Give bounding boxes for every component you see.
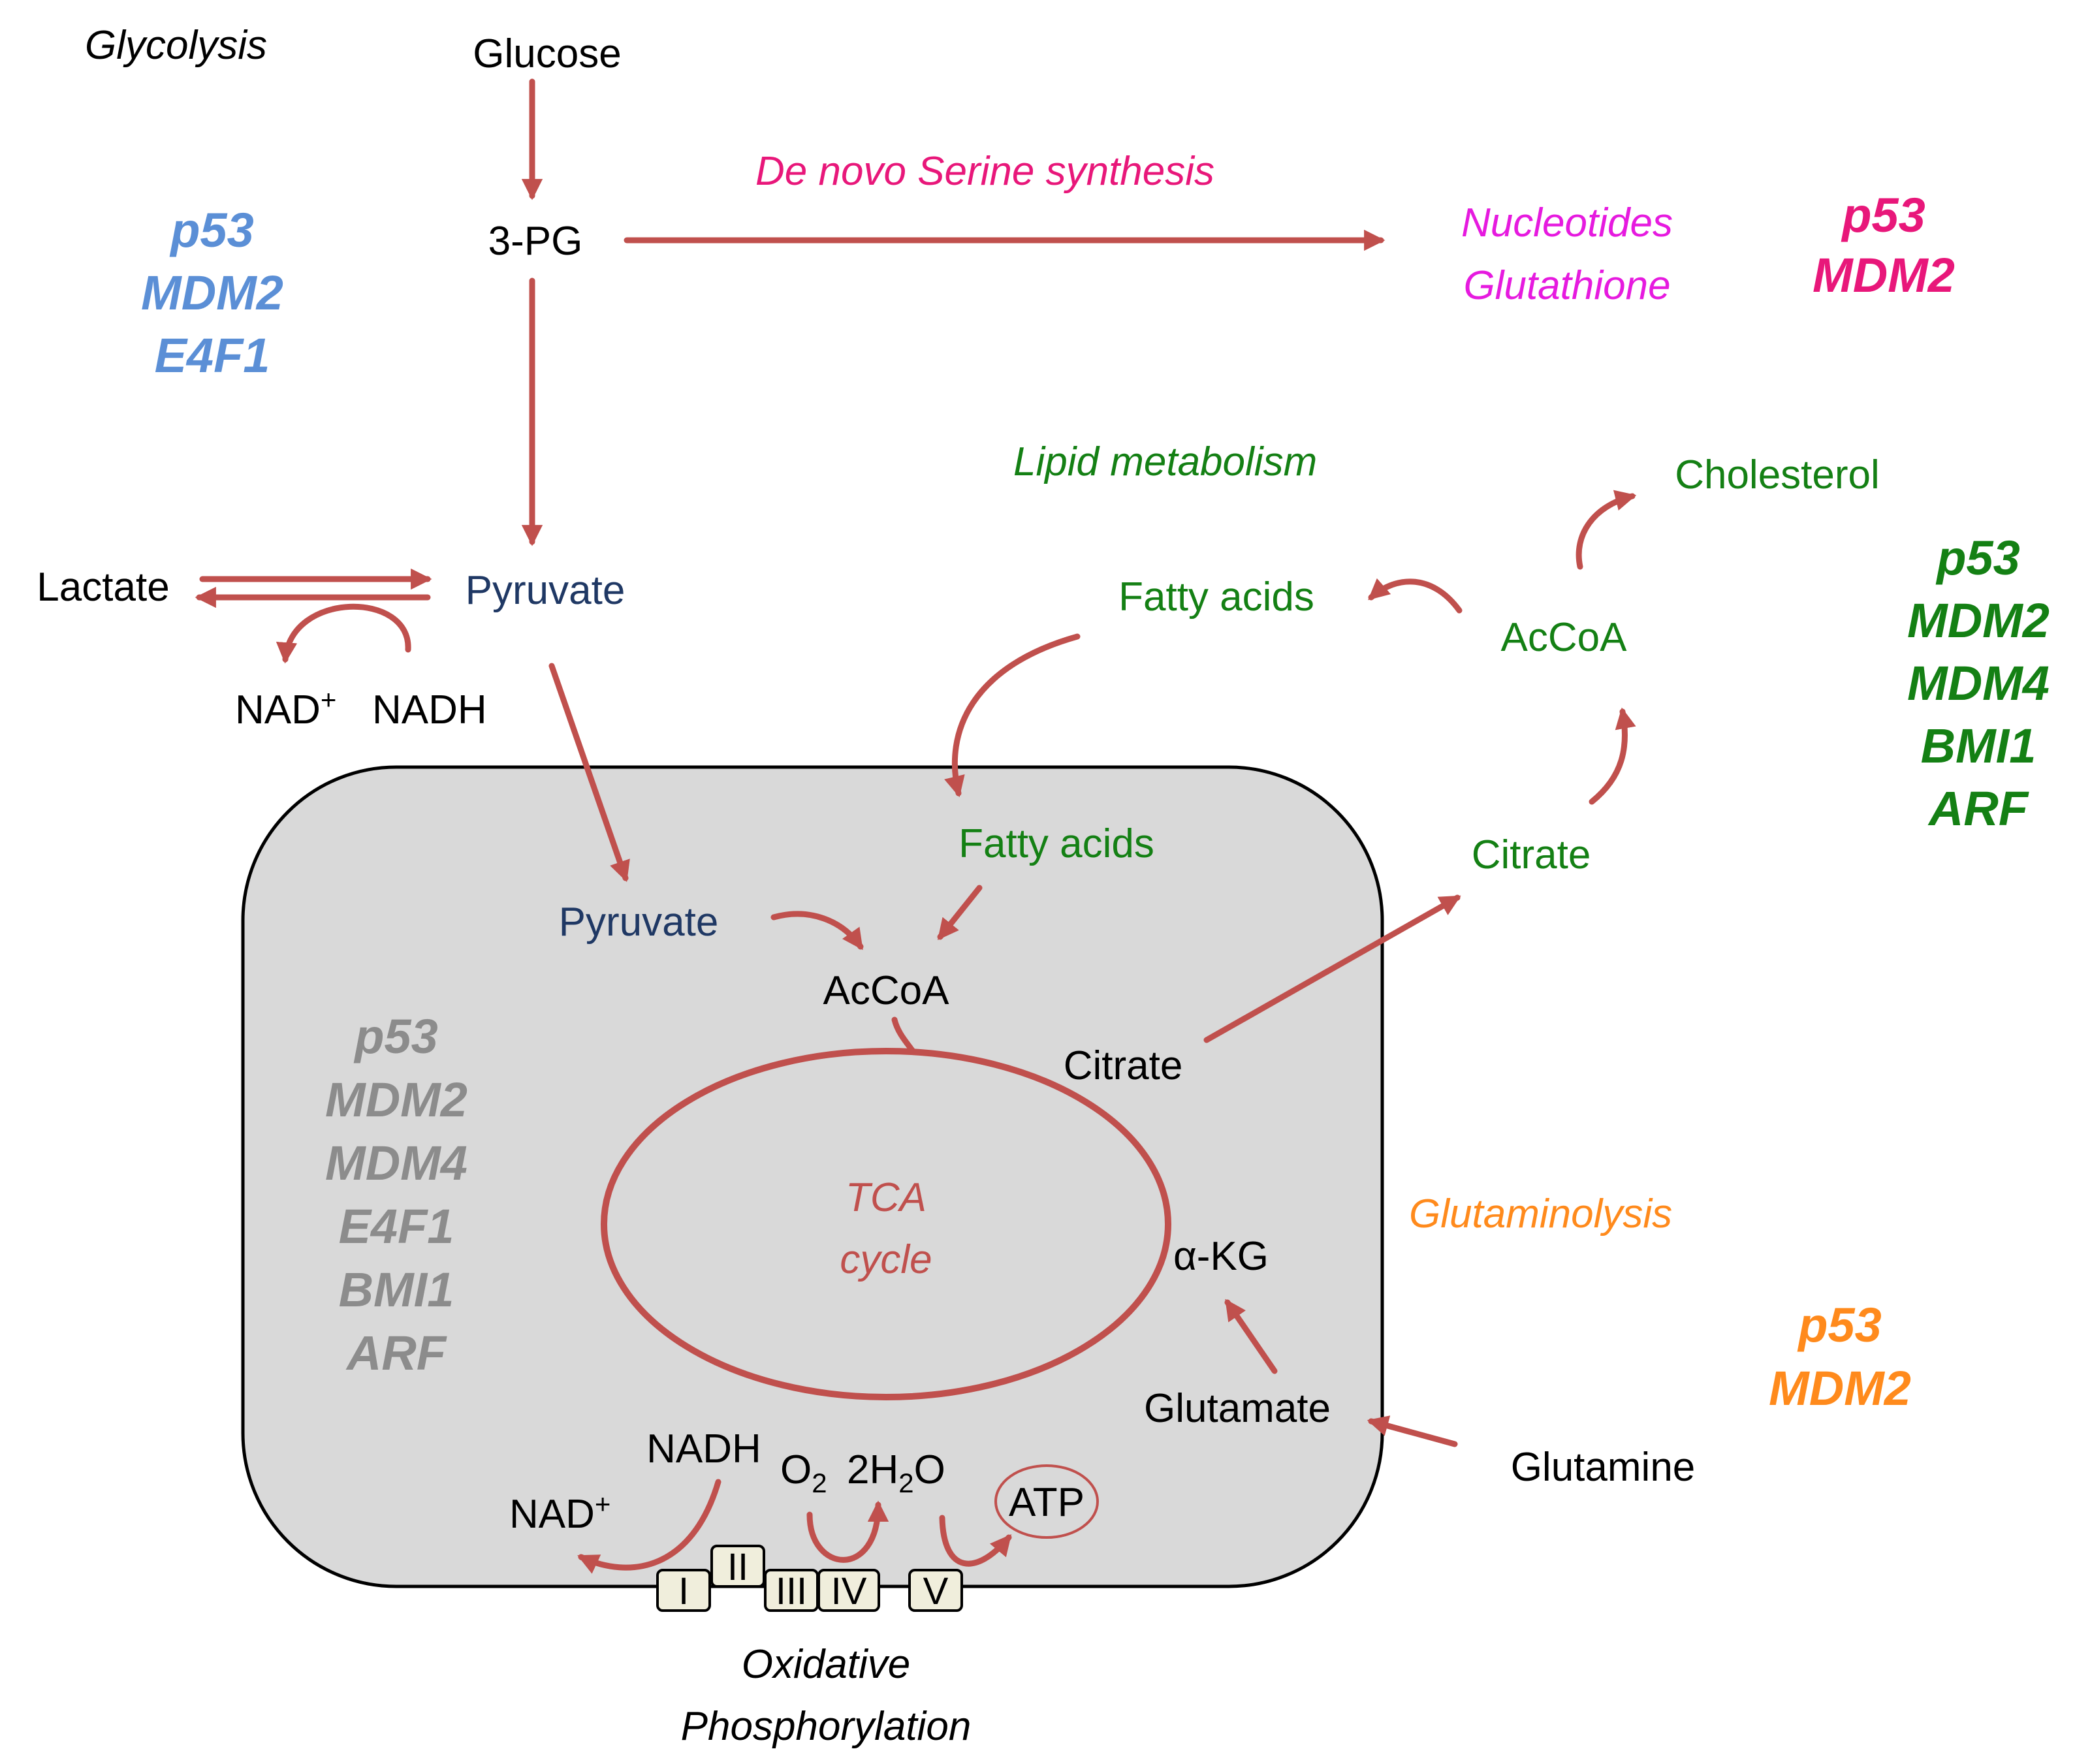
- arrow-fa-accoa: [937, 885, 983, 941]
- gene-mito-2: MDM2: [325, 1073, 467, 1127]
- lipid-metabolism-title: Lipid metabolism: [1013, 439, 1317, 484]
- 3pg-label: 3-PG: [488, 219, 583, 264]
- gene-glutaminolysis-2: MDM2: [1769, 1361, 1911, 1415]
- complex-ii-box: [710, 1545, 765, 1588]
- gene-glycolysis-1: p53: [169, 203, 254, 257]
- tca-cycle-ring: [601, 1048, 1171, 1400]
- complex-i-box: [656, 1569, 711, 1612]
- gene-group-mitochondria: p53 MDM2 MDM4 E4F1 BMI1 ARF: [325, 1009, 467, 1380]
- arrow-o2-h2o: [806, 1500, 889, 1563]
- gene-lipid-2: MDM2: [1907, 593, 2050, 648]
- pyruvate-cytosol-label: Pyruvate: [466, 568, 626, 613]
- gene-lipid-4: BMI1: [1921, 719, 2036, 773]
- complex-iv-label: IV: [831, 1570, 867, 1613]
- complex-iv-box: [817, 1569, 880, 1612]
- gene-mito-1: p53: [353, 1009, 438, 1063]
- gene-group-serine: p53 MDM2: [1813, 188, 1955, 302]
- fatty-acids-cytosol-label: Fatty acids: [1118, 575, 1314, 620]
- glutamine-label: Glutamine: [1511, 1445, 1696, 1490]
- complex-ii-label: II: [727, 1546, 748, 1588]
- gene-mito-6: ARF: [345, 1326, 447, 1380]
- oxphos-complexes: I II III IV V: [656, 1545, 963, 1613]
- nadh-label: NADH: [372, 687, 487, 732]
- arrow-pyruvate-accoa: [770, 911, 864, 951]
- gene-mito-4: E4F1: [339, 1199, 454, 1253]
- nucleotides-label: Nucleotides: [1461, 200, 1673, 245]
- atp-label: ATP: [1009, 1480, 1085, 1525]
- pathway-arrows: [195, 78, 1637, 1574]
- arrow-accoa-tca: [891, 1016, 916, 1054]
- atp-circle: [994, 1464, 1099, 1539]
- nad-mito-label: NAD+: [509, 1488, 610, 1537]
- gene-lipid-3: MDM4: [1907, 656, 2050, 710]
- arrow-citrate-export: [1203, 894, 1461, 1043]
- complex-i-label: I: [678, 1570, 689, 1613]
- gene-glycolysis-3: E4F1: [155, 328, 270, 383]
- arrow-pyruvate-import: [548, 663, 630, 883]
- gene-mito-5: BMI1: [339, 1263, 454, 1317]
- arrow-citrate-accoa: [1589, 707, 1636, 805]
- gene-glutaminolysis-1: p53: [1797, 1298, 1882, 1352]
- oxphos-title-line2: Phosphorylation: [681, 1704, 972, 1749]
- serine-synthesis-title: De novo Serine synthesis: [755, 149, 1214, 194]
- citrate-cytosol-label: Citrate: [1472, 832, 1591, 877]
- arrow-nadh-nad: [276, 603, 411, 664]
- arrow-accoa-cholesterol: [1576, 490, 1637, 570]
- nad-label: NAD+: [235, 684, 336, 732]
- gene-group-glycolysis: p53 MDM2 E4F1: [141, 203, 283, 383]
- tca-title-line2: cycle: [840, 1237, 932, 1282]
- gene-group-lipid: p53 MDM2 MDM4 BMI1 ARF: [1907, 531, 2050, 836]
- arrow-fa-import: [944, 633, 1081, 798]
- glycolysis-title: Glycolysis: [85, 23, 267, 68]
- gene-mito-3: MDM4: [325, 1136, 467, 1190]
- glutamate-label: Glutamate: [1144, 1386, 1331, 1431]
- arrow-accoa-fa: [1368, 578, 1463, 614]
- glucose-label: Glucose: [473, 31, 621, 76]
- gene-serine-2: MDM2: [1813, 248, 1955, 302]
- complex-v-label: V: [923, 1570, 949, 1613]
- alpha-kg-label: α-KG: [1173, 1234, 1269, 1279]
- lactate-label: Lactate: [37, 565, 169, 610]
- glutaminolysis-title: Glutaminolysis: [1409, 1191, 1672, 1236]
- gene-group-glutaminolysis: p53 MDM2: [1769, 1298, 1911, 1415]
- h2o-label: 2H2O: [847, 1447, 945, 1498]
- gene-glycolysis-2: MDM2: [141, 266, 283, 320]
- nadh-mito-label: NADH: [646, 1426, 761, 1472]
- glutathione-label: Glutathione: [1463, 263, 1670, 308]
- tca-title-line1: TCA: [846, 1175, 927, 1220]
- accoa-cytosol-label: AcCoA: [1501, 615, 1628, 660]
- gene-serine-1: p53: [1841, 188, 1925, 242]
- gene-lipid-1: p53: [1935, 531, 2020, 585]
- citrate-mito-label: Citrate: [1064, 1043, 1183, 1088]
- arrow-glutamate-akg: [1224, 1299, 1278, 1374]
- arrow-to-atp: [939, 1515, 1012, 1567]
- o2-label: O2: [780, 1447, 827, 1498]
- accoa-mito-label: AcCoA: [823, 968, 950, 1013]
- pyruvate-mito-label: Pyruvate: [559, 900, 719, 945]
- cholesterol-label: Cholesterol: [1675, 452, 1880, 497]
- gene-lipid-5: ARF: [1927, 781, 2029, 836]
- complex-v-box: [908, 1569, 963, 1612]
- arrow-oxphos-nadh: [577, 1479, 721, 1574]
- oxphos-title-line1: Oxidative: [742, 1642, 910, 1687]
- arrow-glutamine-glutamate: [1367, 1415, 1458, 1447]
- complex-iii-label: III: [776, 1570, 807, 1613]
- fatty-acids-mito-label: Fatty acids: [958, 821, 1154, 866]
